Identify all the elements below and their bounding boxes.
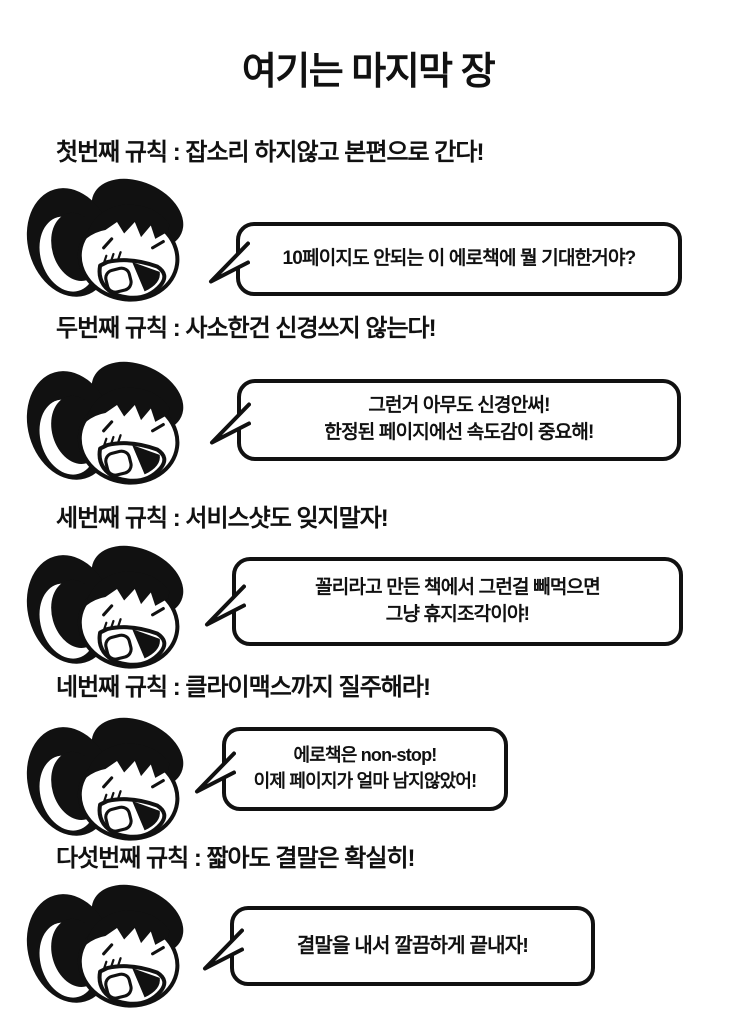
bubble-tail-icon xyxy=(206,241,250,285)
rule-1-label: 첫번째 규칙 : 잡소리 하지않고 본편으로 간다! xyxy=(56,139,484,166)
bubble-line: 에로책은 non-stop! xyxy=(293,745,437,766)
speech-bubble-5: 결말을 내서 깔끔하게 끝내자! xyxy=(230,906,595,986)
bubble-tail-icon xyxy=(192,751,236,795)
speech-bubble-1: 10페이지도 안되는 이 에로책에 뭘 기대한거야? xyxy=(236,222,682,296)
mascot-face-icon xyxy=(20,877,198,1011)
page-title: 여기는 마지막 장 xyxy=(241,51,496,93)
rule-5-label: 다섯번째 규칙 : 짧아도 결말은 확실히! xyxy=(56,845,416,872)
mascot-face-icon xyxy=(20,538,198,672)
bubble-tail-icon xyxy=(202,583,246,627)
speech-bubble-4: 에로책은 non-stop! 이제 페이지가 얼마 남지않았어! xyxy=(222,727,508,811)
mascot-face-icon xyxy=(20,171,198,305)
bubble-line: 꼴리라고 만든 책에서 그런걸 빼먹으면 xyxy=(315,576,601,598)
bubble-tail-icon xyxy=(200,928,244,972)
rule-2-label: 두번째 규칙 : 사소한건 신경쓰지 않는다! xyxy=(56,315,437,342)
bubble-line: 그런거 아무도 신경안써! xyxy=(368,395,550,417)
bubble-tail-icon xyxy=(207,402,251,446)
speech-bubble-3: 꼴리라고 만든 책에서 그런걸 빼먹으면 그냥 휴지조각이야! xyxy=(232,557,683,646)
mascot-face-icon xyxy=(20,354,198,488)
rule-3-label: 세번째 규칙 : 서비스샷도 잊지말자! xyxy=(56,505,389,532)
bubble-line: 한정된 페이지에선 속도감이 중요해! xyxy=(324,422,594,443)
bubble-line: 이제 페이지가 얼마 남지않았어! xyxy=(253,771,477,791)
speech-bubble-2: 그런거 아무도 신경안써! 한정된 페이지에선 속도감이 중요해! xyxy=(237,379,681,461)
rule-4-label: 네번째 규칙 : 클라이맥스까지 질주해라! xyxy=(56,674,431,701)
bubble-line: 결말을 내서 깔끔하게 끝내자! xyxy=(296,934,529,957)
bubble-line: 10페이지도 안되는 이 에로책에 뭘 기대한거야? xyxy=(282,247,637,269)
bubble-line: 그냥 휴지조각이야! xyxy=(385,603,530,625)
mascot-face-icon xyxy=(20,710,198,844)
